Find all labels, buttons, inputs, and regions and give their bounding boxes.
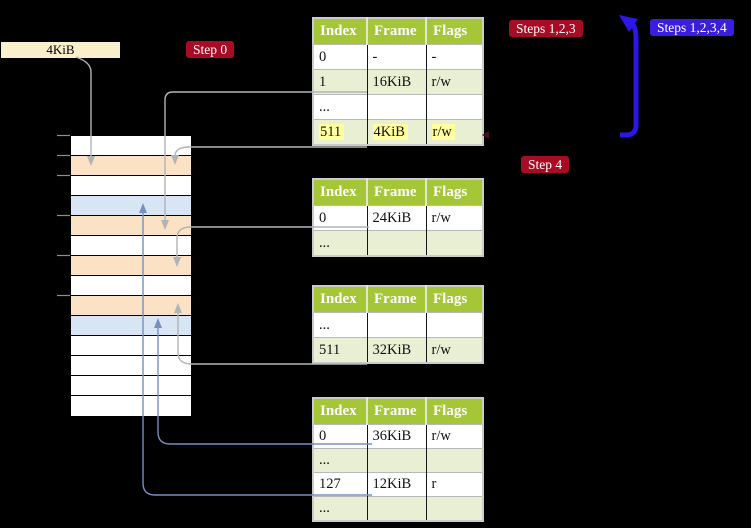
column-header-index: Index [313,179,367,206]
table-cell [425,94,483,120]
table-cell [366,448,426,473]
memory-row-7-orange [71,256,191,276]
table-cell [425,312,483,338]
column-header-flags: Flags [425,398,483,425]
table-cell [366,230,426,256]
table-cell [366,94,426,120]
column-header-frame: Frame [366,18,426,45]
badge-steps-1-2-3: Steps 1,2,3 [509,20,583,37]
table-cell: r/w [425,69,483,95]
memory-row-3-white [71,176,191,196]
memory-row-4-blue [71,196,191,216]
column-header-flags: Flags [425,179,483,206]
memory-row-5-orange [71,216,191,236]
table-cell: 16KiB [366,69,426,95]
table-cell: ... [313,230,367,256]
highlighted-value: 4KiB [372,123,408,140]
column-header-frame: Frame [366,179,426,206]
memory-row-12-white [71,356,191,376]
table-cell: r/w [425,119,483,145]
table-cell [425,230,483,256]
table-row: 0-- [313,44,483,70]
column-header-frame: Frame [366,398,426,425]
arrow-steps-loop [619,15,639,138]
memory-row-2-orange [71,156,191,176]
column-header-index: Index [313,18,367,45]
table-cell: r/w [425,424,483,449]
memory-row-9-orange [71,296,191,316]
badge-step-4: Step 4 [521,156,570,173]
column-header-flags: Flags [425,18,483,45]
table-cell: 127 [313,472,367,497]
highlighted-value: 511 [319,123,345,140]
table-row: 511 4KiB r/w [313,119,483,145]
memory-row-11-white [71,336,191,356]
table-cell: - [425,44,483,70]
column-header-flags: Flags [425,286,483,313]
table-cell: 36KiB [366,424,426,449]
table-cell: r/w [425,337,483,363]
table-cell: 1 [313,69,367,95]
table-cell: ... [313,448,367,473]
table-cell [425,448,483,473]
arrow-table1-row511-to-memory [171,146,367,165]
table-cell: 32KiB [366,337,426,363]
table-cell: 4KiB [366,119,426,145]
table-cell: 0 [313,205,367,231]
table-cell: 12KiB [366,472,426,497]
memory-row-10-blue [71,316,191,336]
table-row: ... [313,448,483,473]
table-row: ... [313,496,483,521]
table-row: ... [313,94,483,120]
table-cell: r/w [425,205,483,231]
table-cell: ... [313,496,367,521]
column-header-frame: Frame [366,286,426,313]
table-cell: - [366,44,426,70]
memory-column [70,135,192,417]
table-cell: ... [313,312,367,338]
table-cell: 0 [313,424,367,449]
table-row: ... [313,230,483,256]
memory-row-13-white [71,376,191,396]
table-cell [366,312,426,338]
memory-tick-marks [57,134,70,297]
table-cell: 0 [313,44,367,70]
column-header-index: Index [313,286,367,313]
table-cell [366,496,426,521]
memory-row-6-white [71,236,191,256]
highlighted-value: r/w [431,123,455,140]
table-cell: 511 [313,337,367,363]
table-cell: 511 [313,119,367,145]
memory-row-1-white [71,136,191,156]
table-cell: r [425,472,483,497]
badge-steps-1-2-3-4: Steps 1,2,3,4 [650,19,734,36]
table-cell [425,496,483,521]
table-cell: 24KiB [366,205,426,231]
column-header-index: Index [313,398,367,425]
page-size-label: 4KiB [1,42,120,58]
memory-row-8-white [71,276,191,296]
table-row: ... [313,312,483,338]
badge-step-0: Step 0 [186,41,235,58]
table-cell: ... [313,94,367,120]
memory-row-14-white [71,396,191,416]
